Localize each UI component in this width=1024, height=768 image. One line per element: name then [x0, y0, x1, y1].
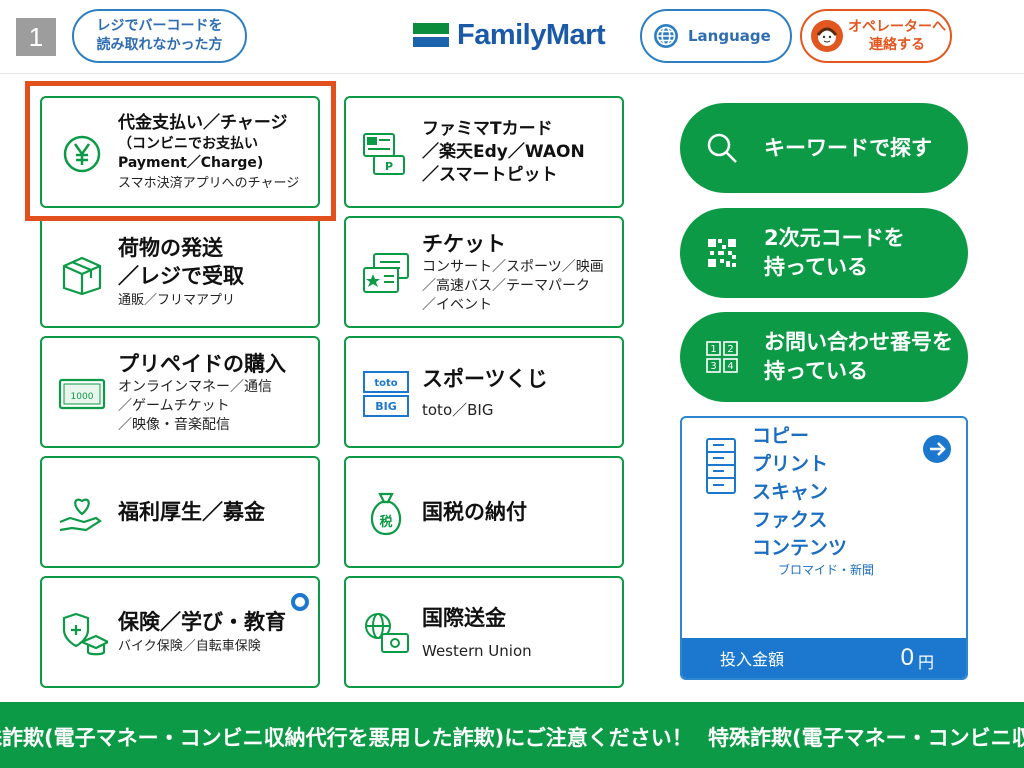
deposit-unit: 円 [917, 653, 934, 672]
globe-money-icon [365, 613, 409, 653]
payment-sub1: （コンビニでお支払い [118, 135, 258, 152]
shield-graduation-icon [62, 612, 108, 656]
shipping-line2: ／レジで受取 [118, 264, 244, 288]
insurance-note: バイク保険／自転車保険 [118, 639, 261, 654]
fraud-warning-ticker: 特殊詐欺(電子マネー・コンビニ収納代行を悪用した詐欺)にご注意ください！ 特殊詐… [0, 702, 1024, 768]
cards-line2: ／楽天Edy／WAON [422, 141, 585, 162]
barcode-help-line2: 読み取れなかった方 [96, 37, 223, 53]
familymart-logo-mark [413, 23, 449, 47]
keyword-search-label: キーワードで探す [764, 135, 932, 160]
card-reader-icon: P [363, 133, 405, 175]
logo-text: FamilyMart [457, 18, 606, 51]
document-stack-icon [706, 438, 736, 494]
page-number: 1 [16, 18, 56, 56]
tile-international-remittance[interactable]: 国際送金 Western Union [344, 576, 624, 688]
prepaid-line1: オンラインマネー／通信 [118, 378, 272, 395]
svg-text:1: 1 [710, 344, 716, 355]
operator-button[interactable]: オペレーターへ 連絡する [800, 9, 952, 63]
ticket-title: チケット [422, 231, 506, 256]
barcode-help-line1: レジでバーコードを [96, 18, 223, 34]
prepaid-title: プリペイドの購入 [118, 351, 286, 376]
language-button[interactable]: Language [640, 9, 792, 63]
payment-note: スマホ決済アプリへのチャージ [118, 175, 300, 191]
remit-title: 国際送金 [422, 606, 506, 630]
heart-hand-icon [59, 498, 102, 532]
copy-print-panel[interactable]: コピー プリント スキャン ファクス コンテンツ ブロマイド・新聞 投入金額 0… [680, 416, 968, 680]
tile-ticket[interactable]: チケット コンサート／スポーツ／映画 ／高速バス／テーマパーク ／イベント [344, 216, 624, 328]
ticker-text-2: 特殊詐欺(電子マネー・コンビニ収納代行を悪用した詐欺)にご注意ください！ [708, 726, 1024, 750]
language-label: Language [688, 27, 771, 45]
selection-highlight [25, 81, 336, 221]
copy-item: コピー [752, 425, 810, 447]
ticket-line2: ／高速バス／テーマパーク [422, 277, 590, 294]
ticket-line1: コンサート／スポーツ／映画 [422, 258, 604, 275]
tile-insurance-education[interactable]: 保険／学び・教育 バイク保険／自転車保険 [40, 576, 320, 688]
contents-sub: ブロマイド・新聞 [778, 563, 875, 577]
globe-icon [654, 24, 678, 48]
arrow-right-icon [923, 435, 951, 463]
deposit-amount: 0 [900, 644, 914, 671]
prepaid-card-icon: 1000 [58, 378, 106, 410]
tile-sports-lottery[interactable]: toto BIG スポーツくじ toto／BIG [344, 336, 624, 448]
svg-text:toto: toto [374, 378, 397, 389]
tile-cards[interactable]: P ファミマTカード ／楽天Edy／WAON ／スマートピット [344, 96, 624, 208]
yen-icon [63, 135, 101, 173]
qr-code-line1: 2次元コードを [764, 226, 905, 250]
cards-line1: ファミマTカード [422, 118, 553, 139]
package-icon [62, 256, 102, 296]
qr-code-line2: 持っている [764, 255, 868, 279]
payment-title: 代金支払い／チャージ [118, 112, 288, 133]
barcode-help-button[interactable]: レジでバーコードを 読み取れなかった方 [72, 9, 247, 63]
operator-icon [811, 20, 843, 52]
keyword-search-button[interactable]: キーワードで探す [680, 103, 968, 193]
svg-text:3: 3 [710, 361, 716, 372]
prepaid-line2: ／ゲームチケット [118, 397, 230, 414]
insurance-title: 保険／学び・教育 [118, 610, 286, 634]
shipping-line1: 荷物の発送 [118, 236, 223, 260]
svg-text:BIG: BIG [375, 400, 397, 413]
scan-item: スキャン [752, 481, 829, 503]
new-badge-icon [291, 593, 309, 611]
header-bar: 1 レジでバーコードを 読み取れなかった方 FamilyMart Languag… [0, 0, 1024, 74]
svg-text:4: 4 [727, 361, 733, 372]
remit-note: Western Union [422, 642, 532, 660]
operator-line1: オペレーターへ [848, 19, 946, 35]
fax-item: ファクス [752, 509, 828, 531]
search-icon [707, 133, 737, 163]
tax-title: 国税の納付 [422, 500, 527, 524]
contents-item: コンテンツ [752, 537, 848, 559]
sports-title: スポーツくじ [422, 367, 548, 391]
tile-national-tax[interactable]: 税 国税の納付 [344, 456, 624, 568]
inquiry-line1: お問い合わせ番号を [764, 330, 953, 354]
ticket-icon [363, 253, 409, 293]
inquiry-line2: 持っている [764, 359, 868, 383]
svg-text:税: 税 [379, 514, 392, 530]
tile-shipping[interactable]: 荷物の発送 ／レジで受取 通販／フリマアプリ [40, 216, 320, 328]
tile-welfare-donation[interactable]: 福利厚生／募金 [40, 456, 320, 568]
print-item: プリント [752, 453, 829, 475]
toto-big-icon: toto BIG [363, 371, 409, 417]
tile-prepaid[interactable]: 1000 プリペイドの購入 オンラインマネー／通信 ／ゲームチケット ／映像・音… [40, 336, 320, 448]
tax-bag-icon: 税 [370, 492, 402, 536]
svg-text:1000: 1000 [71, 392, 94, 402]
operator-line2: 連絡する [869, 37, 925, 53]
tile-payment-charge[interactable]: 代金支払い／チャージ （コンビニでお支払い Payment／Charge) スマ… [40, 96, 320, 208]
prepaid-line3: ／映像・音楽配信 [118, 416, 230, 433]
svg-text:2: 2 [727, 344, 733, 355]
qr-code-button[interactable]: 2次元コードを 持っている [680, 208, 968, 298]
qr-code-icon [708, 239, 736, 267]
cards-line3: ／スマートピット [422, 164, 558, 185]
welfare-title: 福利厚生／募金 [118, 500, 265, 524]
svg-text:P: P [385, 160, 393, 173]
deposit-label: 投入金額 [720, 650, 785, 669]
deposit-amount-bar: 投入金額 0 円 [682, 638, 966, 678]
payment-sub2: Payment／Charge) [118, 154, 264, 171]
ticket-line3: ／イベント [422, 296, 492, 313]
familymart-logo: FamilyMart [413, 18, 606, 52]
shipping-note: 通販／フリマアプリ [118, 293, 236, 308]
sports-note: toto／BIG [422, 401, 494, 419]
ticker-text-1: 特殊詐欺(電子マネー・コンビニ収納代行を悪用した詐欺)にご注意ください！ [0, 726, 693, 750]
